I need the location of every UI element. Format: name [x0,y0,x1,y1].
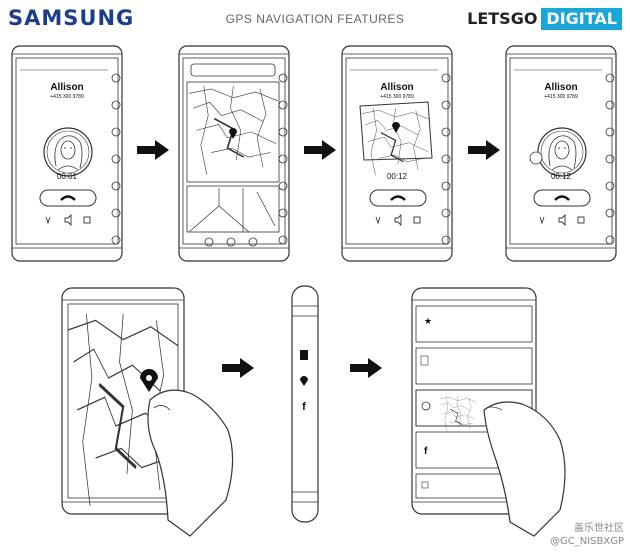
call-timer: 00:01 [56,172,78,181]
caller-number: +415 300 9789 [50,94,84,100]
call-timer: 00:12 [550,172,572,181]
svg-text:★: ★ [424,317,432,327]
caller-name: Allison [50,82,84,93]
edge-panel-list: ★ f [411,287,566,537]
samsung-logo: SAMSUNG [8,6,135,30]
page-headline: GPS NAVIGATION FEATURES [225,12,405,26]
letsgodigital-logo: LETSGO DIGITAL [467,8,622,30]
caller-number: +415 300 9789 [544,94,578,100]
caller-name: Allison [544,82,578,93]
phone-panel-2 [178,45,290,262]
call-timer: 00:12 [386,172,408,181]
arrow-right-icon [350,358,382,378]
edge-phone-map-panel [61,287,234,537]
phone-panel-4 [505,45,617,262]
logo-part-2: DIGITAL [541,8,622,30]
phone-panel-1 [11,45,123,262]
arrow-right-icon [304,140,336,160]
svg-text:f: f [302,401,306,413]
logo-part-1: LETSGO [467,9,538,28]
arrow-right-icon [137,140,169,160]
arrow-right-icon [468,140,500,160]
caller-number: +415 300 9789 [380,94,414,100]
caller-name: Allison [380,82,414,93]
watermark-line-1: 盖乐世社区 [574,523,624,534]
phone-panel-3 [341,45,453,262]
svg-text:f: f [424,446,428,457]
device-side-view: f [291,285,319,523]
community-watermark: 盖乐世社区 @GC_NISBXGP [550,522,624,548]
arrow-right-icon [222,358,254,378]
watermark-line-2: @GC_NISBXGP [550,536,624,547]
